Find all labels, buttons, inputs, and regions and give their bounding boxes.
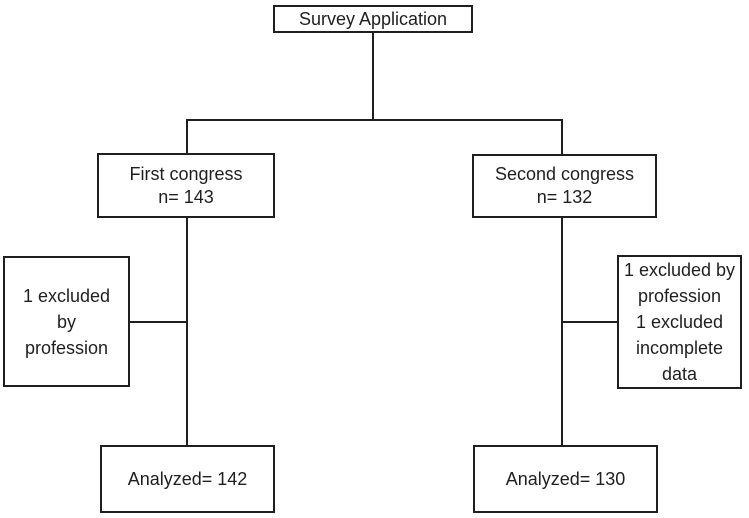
connector-second-exclusion bbox=[561, 321, 619, 323]
connector-survey-to-branch bbox=[372, 33, 374, 121]
node-label-line: First congress bbox=[129, 163, 243, 184]
node-label: Survey Application bbox=[298, 8, 448, 29]
node-label-line: by bbox=[56, 311, 76, 332]
node-first-congress: First congress n= 143 bbox=[97, 153, 275, 218]
connector-first-congress-to-analyzed bbox=[186, 218, 188, 447]
node-analyzed-second-congress: Analyzed= 130 bbox=[473, 445, 658, 513]
connector-first-exclusion bbox=[130, 321, 188, 323]
connector-drop-second-congress bbox=[561, 119, 563, 156]
connector-drop-first-congress bbox=[186, 119, 188, 155]
node-excluded-first-congress: 1 excluded by profession bbox=[3, 256, 130, 387]
node-label-line: profession bbox=[24, 337, 109, 358]
node-label-line: profession bbox=[637, 286, 722, 306]
node-survey-application: Survey Application bbox=[273, 5, 473, 33]
node-label: Analyzed= 130 bbox=[505, 468, 626, 489]
node-label-line: n= 143 bbox=[158, 186, 214, 207]
node-label-line: Second congress bbox=[494, 164, 635, 184]
connector-second-congress-to-analyzed bbox=[561, 218, 563, 447]
node-label-line: 1 excluded bbox=[22, 285, 111, 306]
node-excluded-second-congress: 1 excluded by profession 1 excluded inco… bbox=[617, 255, 742, 389]
node-label-line: data bbox=[661, 364, 698, 384]
connector-branch-horizontal bbox=[186, 119, 563, 121]
node-label-line: 1 excluded bbox=[635, 312, 724, 332]
node-label-line: 1 excluded by bbox=[623, 260, 736, 280]
node-second-congress: Second congress n= 132 bbox=[472, 154, 657, 218]
node-analyzed-first-congress: Analyzed= 142 bbox=[100, 445, 275, 513]
node-label-line: incomplete bbox=[635, 338, 724, 358]
node-label-line: n= 132 bbox=[536, 187, 593, 207]
node-label: Analyzed= 142 bbox=[127, 468, 248, 489]
